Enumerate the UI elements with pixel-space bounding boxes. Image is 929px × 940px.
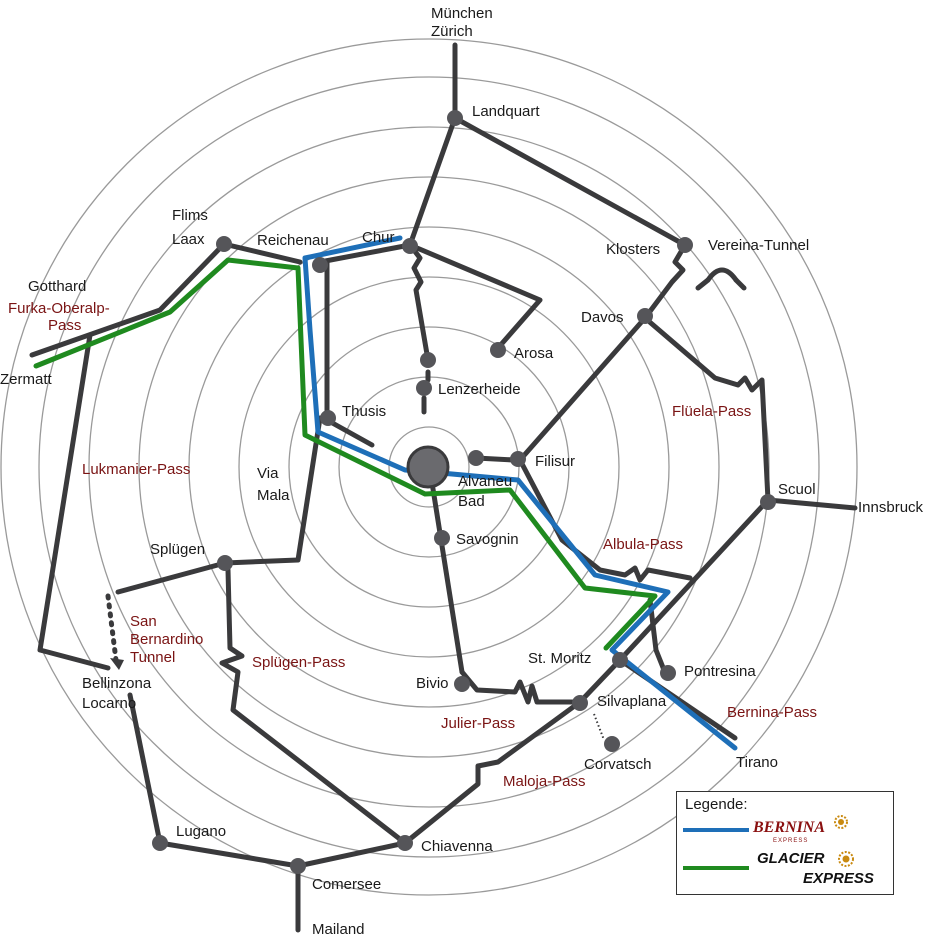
sun-flower-icon [834, 815, 848, 829]
label-bivio: Bivio [416, 675, 449, 692]
label-reichenau: Reichenau [257, 232, 329, 249]
tunnel-arch-icon [695, 267, 747, 291]
label-bernardino: Bernardino [130, 631, 203, 648]
label-filisur: Filisur [535, 453, 575, 470]
label-chur: Chur [362, 229, 395, 246]
label-zuerich: Zürich [431, 23, 473, 40]
label-savognin: Savognin [456, 531, 519, 548]
label-via: Via [257, 465, 279, 482]
label-locarno: Locarno [82, 695, 136, 712]
label-landquart: Landquart [472, 103, 540, 120]
label-lukmanier-pass: Lukmanier-Pass [82, 461, 190, 478]
station-dot-icon [216, 236, 232, 252]
label-mailand: Mailand [312, 921, 365, 938]
legend-title: Legende: [685, 796, 748, 813]
label-comersee: Comersee [312, 876, 381, 893]
label-julier-pass: Julier-Pass [441, 715, 515, 732]
station-dot-icon [217, 555, 233, 571]
label-furka-oberalp: Furka-Oberalp- [8, 300, 110, 317]
label-mala: Mala [257, 487, 290, 504]
label-albula-pass: Albula-Pass [603, 536, 683, 553]
label-innsbruck: Innsbruck [858, 499, 924, 516]
label-muenchen: München [431, 5, 493, 22]
label-st-moritz: St. Moritz [528, 650, 591, 667]
glacier-express-route [33, 257, 658, 651]
label-thusis: Thusis [342, 403, 386, 420]
label-flims: Flims [172, 207, 208, 224]
station-dot-icon [510, 451, 526, 467]
label-spluegen-pass: Splügen-Pass [252, 654, 345, 671]
legend-glacier-line [683, 866, 749, 870]
label-gotthard: Gotthard [28, 278, 86, 295]
label-laax: Laax [172, 231, 205, 248]
label-maloja-pass: Maloja-Pass [503, 773, 586, 790]
label-chiavenna: Chiavenna [421, 838, 493, 855]
label-alvaneu: Alvaneu [458, 473, 512, 490]
station-dot-icon [604, 736, 620, 752]
label-lenzerheide: Lenzerheide [438, 381, 521, 398]
sun-flower-icon [838, 851, 854, 867]
legend-glacier-line2: EXPRESS [803, 870, 874, 887]
label-klosters: Klosters [606, 241, 660, 258]
label-zermatt: Zermatt [0, 371, 53, 388]
legend-bernina-brand: BERNINA [753, 819, 826, 836]
legend-bernina-line [683, 828, 749, 832]
label-bad: Bad [458, 493, 485, 510]
station-dot-icon [416, 380, 432, 396]
station-dot-icon [447, 110, 463, 126]
label-flueela-pass: Flüela-Pass [672, 403, 751, 420]
label-spluegen: Splügen [150, 541, 205, 558]
station-labels: München Zürich Landquart Flims Laax Reic… [0, 5, 924, 938]
station-dot-icon [397, 835, 413, 851]
label-davos: Davos [581, 309, 624, 326]
distance-rings [0, 38, 858, 896]
dotted-connectors [105, 593, 605, 741]
station-dot-icon [320, 410, 336, 426]
station-dot-icon [637, 308, 653, 324]
legend-glacier-line1: GLACIER [757, 850, 825, 867]
label-bernina-pass: Bernina-Pass [727, 704, 817, 721]
label-pontresina: Pontresina [684, 663, 756, 680]
label-tunnel: Tunnel [130, 649, 175, 666]
station-dot-icon [312, 257, 328, 273]
station-dot-icon [612, 652, 628, 668]
pass-labels: Furka-Oberalp- Pass Lukmanier-Pass Flüel… [8, 300, 817, 790]
station-dot-icon [468, 450, 484, 466]
label-furka-oberalp-pass: Pass [48, 317, 81, 334]
label-scuol: Scuol [778, 481, 816, 498]
station-dot-icon [454, 676, 470, 692]
label-vereina-tunnel: Vereina-Tunnel [708, 237, 809, 254]
center-hub-icon [406, 445, 450, 489]
legend: Legende: BERNINA EXPRESS GLACIER EXPRESS [676, 791, 894, 895]
station-dot-icon [660, 665, 676, 681]
label-tirano: Tirano [736, 754, 778, 771]
label-arosa: Arosa [514, 345, 554, 362]
san-bernardino-arrow-icon [110, 658, 124, 670]
station-dot-icon [152, 835, 168, 851]
label-silvaplana: Silvaplana [597, 693, 667, 710]
station-dot-icon [434, 530, 450, 546]
station-dot-icon [490, 342, 506, 358]
station-dot-icon [290, 858, 306, 874]
label-san: San [130, 613, 157, 630]
label-bellinzona: Bellinzona [82, 675, 152, 692]
label-corvatsch: Corvatsch [584, 756, 652, 773]
station-dots [152, 110, 776, 874]
station-dot-icon [420, 352, 436, 368]
road-network [29, 42, 858, 933]
station-dot-icon [572, 695, 588, 711]
station-dot-icon [760, 494, 776, 510]
legend-bernina-sub: EXPRESS [773, 838, 809, 844]
station-dot-icon [677, 237, 693, 253]
station-dot-icon [402, 238, 418, 254]
label-lugano: Lugano [176, 823, 226, 840]
